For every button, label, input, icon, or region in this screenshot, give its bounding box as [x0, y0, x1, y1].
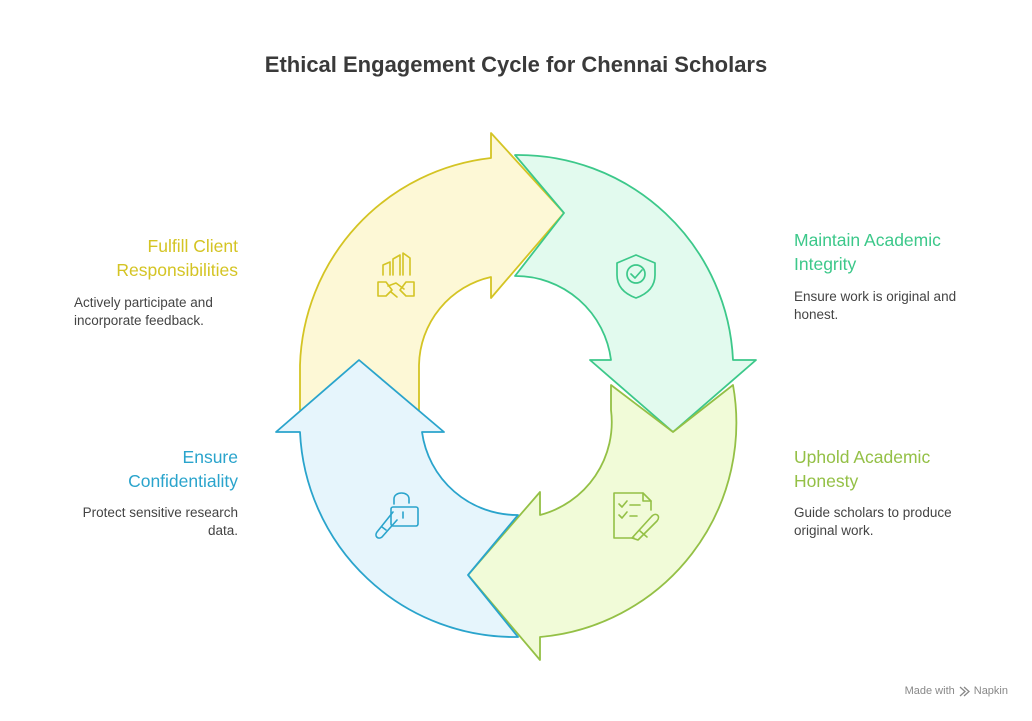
honesty-title-line2: Honesty — [794, 471, 859, 491]
handshake-building-icon — [377, 252, 415, 298]
confidentiality-title: Ensure Confidentiality — [128, 445, 238, 493]
fulfill-title: Fulfill Client Responsibilities — [116, 234, 238, 282]
fulfill-title-line1: Fulfill Client — [147, 236, 238, 256]
napkin-brand-label: Napkin — [973, 685, 1008, 697]
integrity-title-line2: Integrity — [794, 254, 857, 274]
confidentiality-title-line1: Ensure — [182, 447, 238, 467]
checklist-pen-icon — [613, 492, 660, 541]
page-title: Ethical Engagement Cycle for Chennai Sch… — [264, 52, 768, 77]
fulfill-desc-line2: incorporate feedback. — [74, 313, 204, 328]
fulfill-title-line2: Responsibilities — [116, 260, 238, 280]
made-with-napkin: Made with Napkin — [905, 685, 1008, 697]
integrity-desc-line1: Ensure work is original and — [794, 289, 957, 304]
honesty-desc-line2: original work. — [794, 523, 874, 538]
honesty-desc: Guide scholars to produce original work. — [794, 504, 952, 540]
made-with-label: Made with — [904, 685, 955, 697]
integrity-desc-line2: honest. — [794, 307, 839, 322]
honesty-title: Uphold Academic Honesty — [794, 445, 930, 493]
honesty-desc-line1: Guide scholars to produce — [794, 505, 952, 520]
segment-confidentiality — [275, 359, 519, 638]
fulfill-desc-line1: Actively participate and — [74, 295, 213, 310]
segment-integrity — [514, 154, 757, 433]
integrity-title-line1: Maintain Academic — [794, 230, 941, 250]
segment-fulfill — [299, 132, 565, 411]
integrity-title: Maintain Academic Integrity — [794, 228, 941, 276]
honesty-title-line1: Uphold Academic — [794, 447, 931, 467]
shield-check-icon — [616, 254, 656, 299]
fulfill-desc: Actively participate and incorporate fee… — [74, 294, 213, 330]
napkin-logo-icon — [959, 686, 970, 696]
segment-honesty — [467, 384, 738, 661]
key-lock-icon — [375, 492, 419, 539]
confidentiality-title-line2: Confidentiality — [128, 471, 238, 491]
confidentiality-desc-line2: data. — [207, 523, 238, 538]
confidentiality-desc-line1: Protect sensitive research — [82, 505, 238, 520]
integrity-desc: Ensure work is original and honest. — [794, 288, 956, 324]
confidentiality-desc: Protect sensitive research data. — [83, 504, 238, 540]
